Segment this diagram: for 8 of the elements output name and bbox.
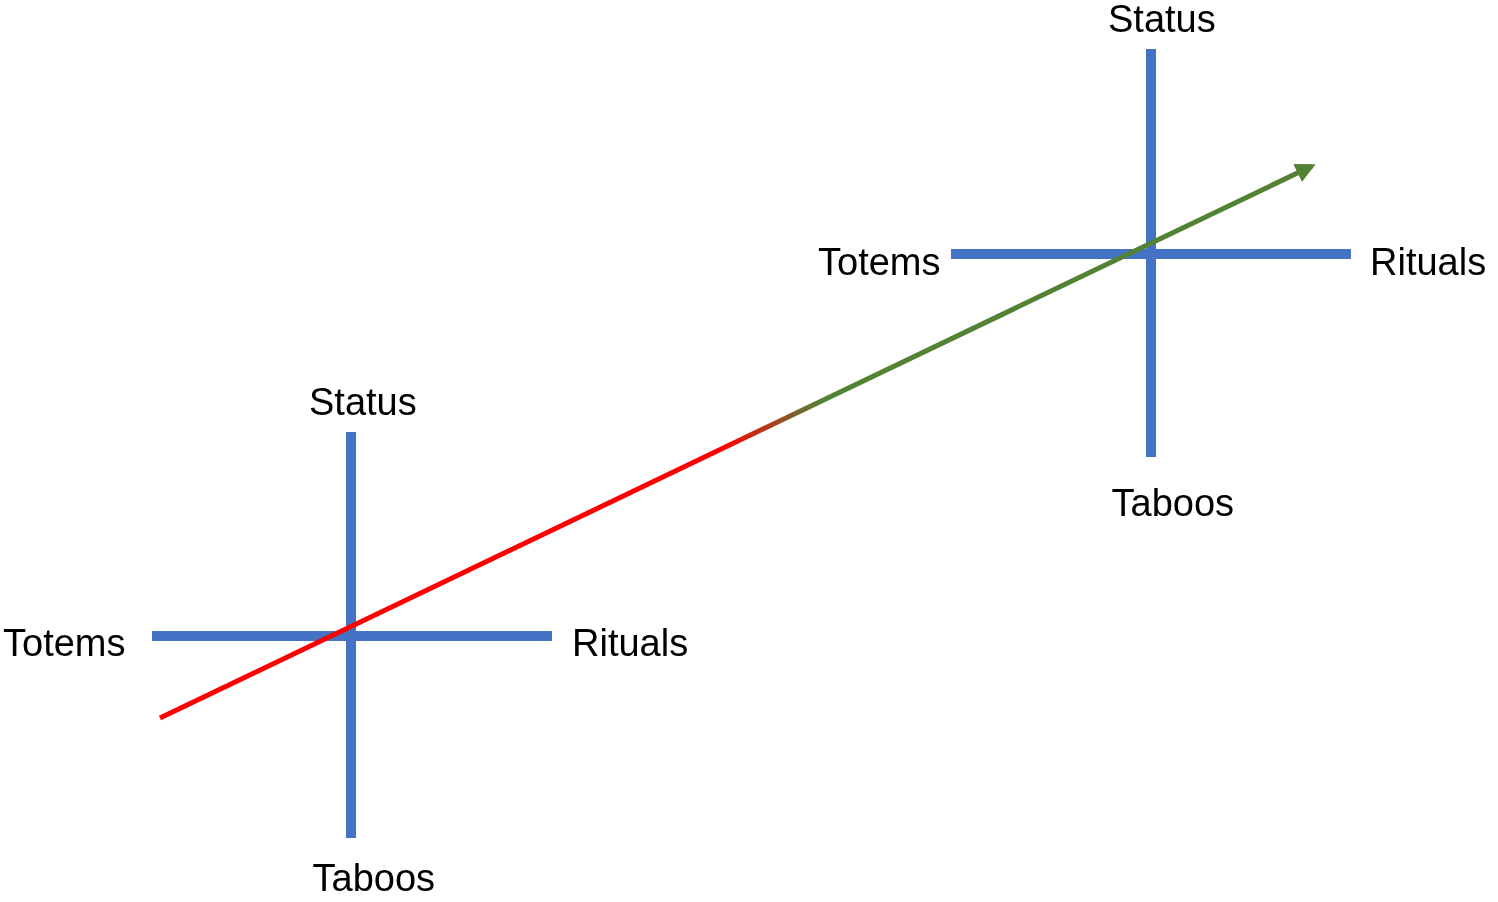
axis-label: Totems [3, 622, 126, 664]
axis-label: Taboos [312, 857, 436, 899]
axis-label: Totems [818, 241, 941, 283]
axis-label: Rituals [572, 622, 689, 664]
axis-label: Taboos [1111, 482, 1235, 524]
axis-label: Status [1108, 0, 1216, 40]
axis-label: Status [309, 381, 417, 423]
axis-label: Rituals [1370, 241, 1487, 283]
